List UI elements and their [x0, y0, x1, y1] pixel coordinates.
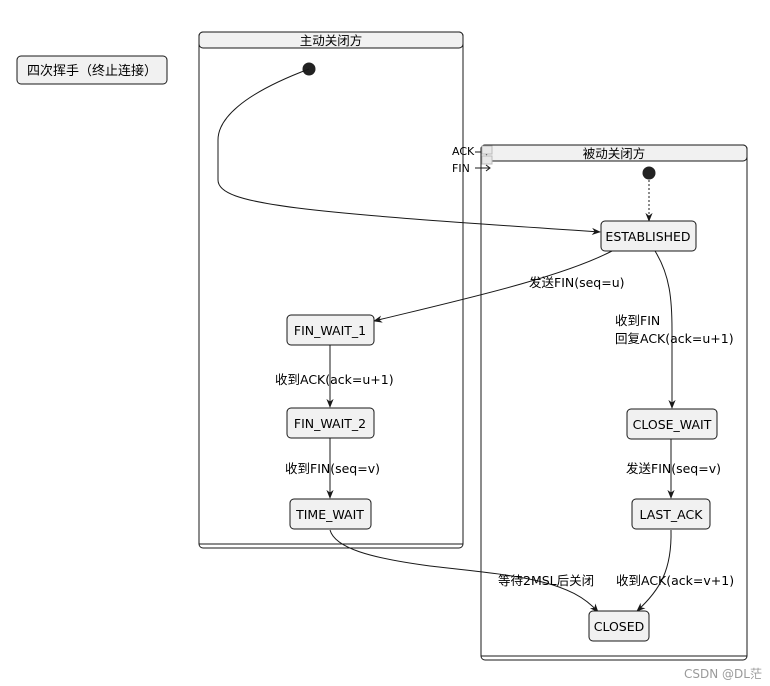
state-time-wait-label: TIME_WAIT	[295, 507, 364, 522]
label-send-fin-v: 发送FIN(seq=v)	[626, 461, 721, 476]
title-note-text: 四次挥手（终止连接）	[27, 63, 157, 79]
state-last-ack-label: LAST_ACK	[640, 507, 704, 522]
active-closer-container: 主动关闭方	[198, 31, 464, 549]
state-established: ESTABLISHED	[600, 220, 697, 252]
state-time-wait: TIME_WAIT	[289, 498, 372, 530]
label-send-fin-u: 发送FIN(seq=u)	[529, 275, 625, 290]
state-closed: CLOSED	[588, 610, 650, 642]
state-fin-wait-2: FIN_WAIT_2	[286, 407, 375, 439]
label-recv-fin-line2: 回复ACK(ack=u+1)	[615, 331, 734, 346]
passive-initial-dot	[642, 166, 656, 180]
port-ack-label: ACK	[452, 145, 475, 158]
state-close-wait: CLOSE_WAIT	[626, 408, 718, 440]
state-close-wait-label: CLOSE_WAIT	[633, 417, 712, 432]
edge-established-to-fin-wait-1	[373, 250, 613, 323]
state-last-ack: LAST_ACK	[631, 498, 711, 530]
edge-time-wait-to-closed	[329, 529, 599, 613]
port-fin-label: FIN	[452, 162, 470, 175]
title-note: 四次挥手（终止连接）	[16, 55, 168, 85]
label-recv-ack-u1: 收到ACK(ack=u+1)	[275, 372, 394, 387]
edge-established-to-close-wait	[654, 250, 676, 409]
active-closer-title: 主动关闭方	[300, 33, 363, 48]
edge-last-ack-to-closed	[636, 529, 672, 612]
edge-active-initial-to-established	[217, 68, 601, 236]
state-fin-wait-1-label: FIN_WAIT_1	[294, 323, 366, 338]
state-fin-wait-1: FIN_WAIT_1	[286, 314, 375, 346]
label-recv-fin-line1: 收到FIN	[615, 313, 660, 328]
passive-closer-title: 被动关闭方	[583, 146, 646, 161]
label-recv-fin-v: 收到FIN(seq=v)	[285, 461, 380, 476]
port-fin: FIN	[452, 155, 493, 175]
watermark: CSDN @DL茫	[684, 667, 762, 681]
passive-closer-container: 被动关闭方	[480, 144, 748, 661]
state-established-label: ESTABLISHED	[605, 229, 690, 244]
label-wait-2msl: 等待2MSL后关闭	[498, 573, 594, 588]
state-fin-wait-2-label: FIN_WAIT_2	[294, 416, 366, 431]
state-closed-label: CLOSED	[594, 619, 645, 634]
label-recv-ack-v1: 收到ACK(ack=v+1)	[616, 573, 734, 588]
port-ack: ACK	[452, 145, 493, 158]
